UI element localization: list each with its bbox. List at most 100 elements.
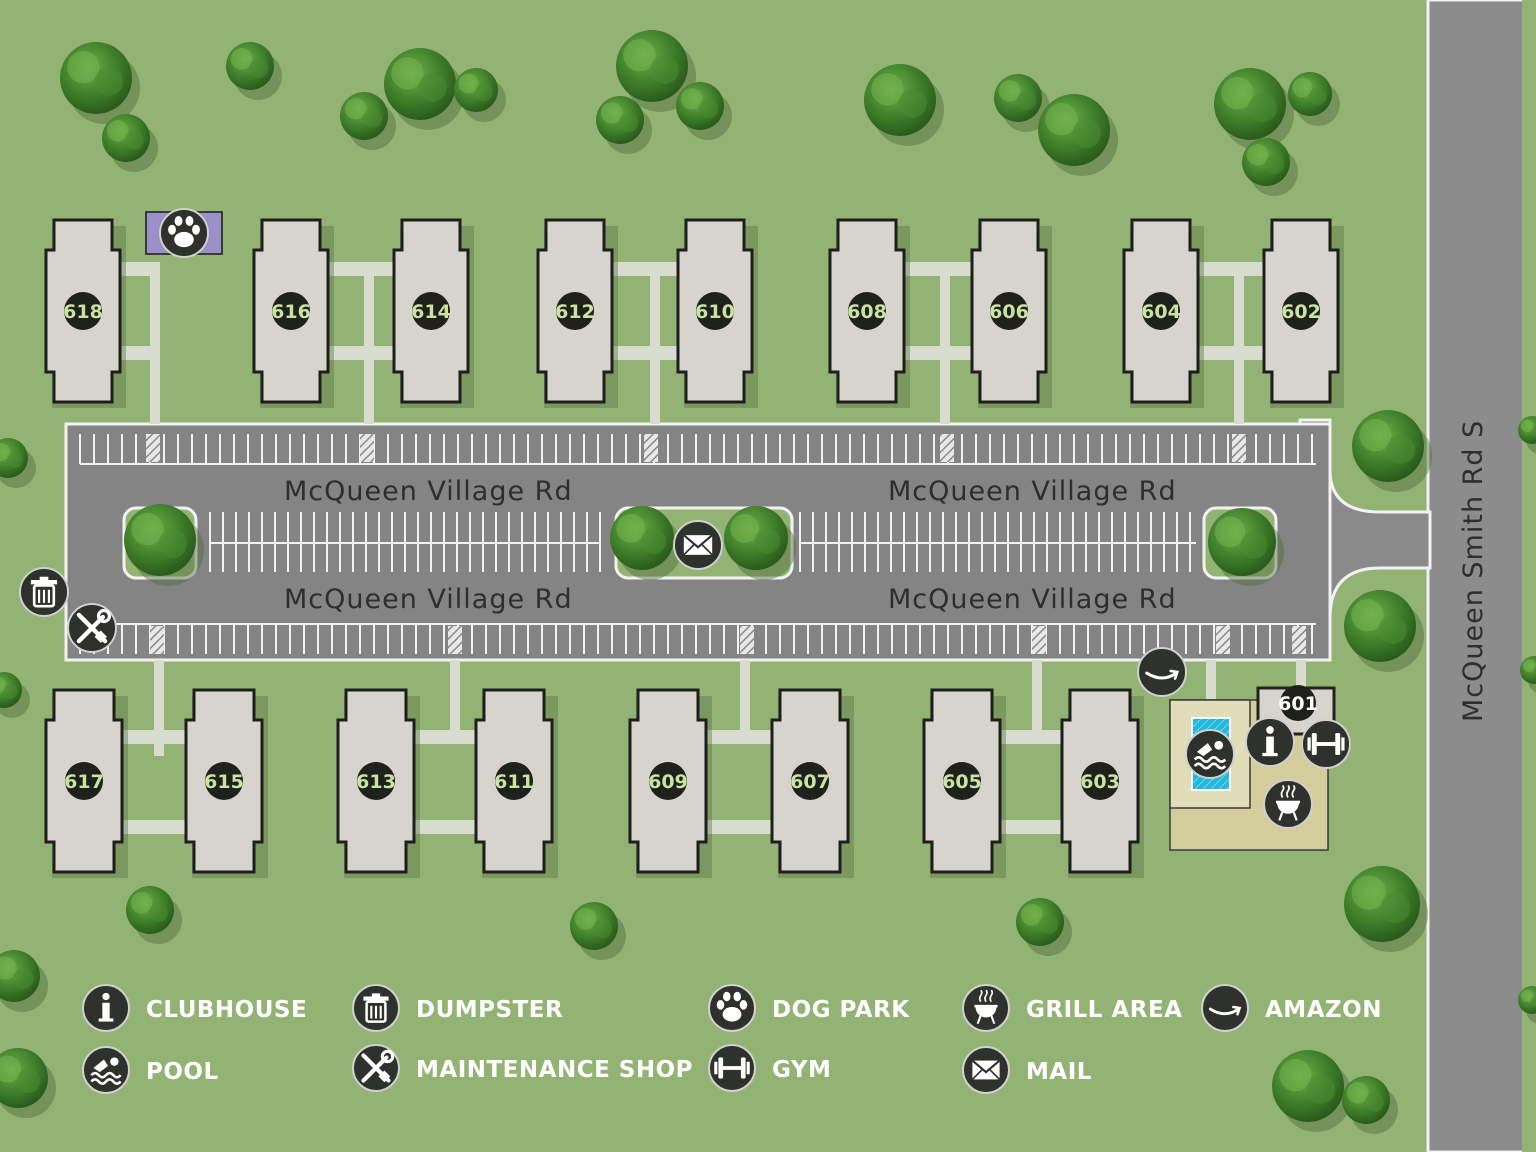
building-number-badge <box>272 292 310 330</box>
street-label-village-1: McQueen Village Rd <box>284 476 573 507</box>
building-number: 609 <box>648 771 688 793</box>
tree <box>676 82 732 140</box>
building-604[interactable]: 604 <box>1122 218 1204 408</box>
legend-label: GRILL AREA <box>1026 997 1183 1023</box>
building-number: 603 <box>1080 771 1120 793</box>
building-605[interactable]: 605 <box>922 688 1006 878</box>
building-number-badge <box>1142 292 1180 330</box>
tree <box>596 96 652 154</box>
paw-icon <box>708 984 756 1032</box>
street-label-village-3: McQueen Village Rd <box>284 584 573 615</box>
tree <box>724 506 796 580</box>
building-616[interactable]: 616 <box>252 218 334 408</box>
legend-item: GRILL AREA <box>962 984 1183 1032</box>
building-number: 608 <box>847 301 887 323</box>
mail-icon <box>673 520 723 570</box>
amazon-icon <box>1137 647 1187 697</box>
tree <box>124 504 204 586</box>
tree <box>226 42 282 100</box>
building-number: 618 <box>63 301 103 323</box>
legend-item: DOG PARK <box>708 984 910 1032</box>
dumbbell-icon <box>1301 719 1351 769</box>
legend-item: DUMPSTER <box>352 984 563 1032</box>
building-603[interactable]: 603 <box>1060 688 1144 878</box>
building-611[interactable]: 611 <box>474 688 558 878</box>
building-608[interactable]: 608 <box>828 218 910 408</box>
tree <box>102 114 158 172</box>
building-number-badge <box>412 292 450 330</box>
parking-stalls-north <box>79 434 1316 465</box>
legend-item: AMAZON <box>1201 984 1382 1032</box>
building-number-badge <box>205 762 243 800</box>
building-607[interactable]: 607 <box>770 688 854 878</box>
accessible-stalls <box>146 434 1306 654</box>
building-618[interactable]: 618 <box>44 218 126 408</box>
building-617[interactable]: 617 <box>44 688 128 878</box>
legend-label: MAINTENANCE SHOP <box>416 1057 693 1083</box>
building-number-badge <box>649 762 687 800</box>
tree <box>1520 656 1536 693</box>
pool-icon <box>82 1046 130 1094</box>
building-number-badge <box>1282 292 1320 330</box>
building-number-badge <box>357 762 395 800</box>
building-614[interactable]: 614 <box>392 218 474 408</box>
tree <box>1344 590 1424 672</box>
building-609[interactable]: 609 <box>628 688 712 878</box>
parking-stalls-median <box>209 512 1196 572</box>
building-number: 617 <box>64 771 104 793</box>
legend-label: DOG PARK <box>772 997 910 1023</box>
paw-icon <box>159 208 209 258</box>
tree <box>1242 138 1298 196</box>
info-icon <box>1245 717 1295 767</box>
street-label-village-2: McQueen Village Rd <box>888 476 1177 507</box>
tree <box>454 68 506 122</box>
building-606[interactable]: 606 <box>970 218 1052 408</box>
legend-label: AMAZON <box>1265 997 1382 1023</box>
legend-item: POOL <box>82 1046 218 1094</box>
building-number: 607 <box>790 771 830 793</box>
dumbbell-icon <box>708 1044 756 1092</box>
building-613[interactable]: 613 <box>336 688 420 878</box>
street-label-village-4: McQueen Village Rd <box>888 584 1177 615</box>
clubhouse-number: 601 <box>1278 693 1318 715</box>
building-number-badge <box>64 292 102 330</box>
dumpster-icon <box>19 567 69 617</box>
tree <box>570 902 626 960</box>
building-number: 610 <box>695 301 735 323</box>
street-label-smith: McQueen Smith Rd S <box>1458 420 1489 722</box>
smith-road[interactable] <box>1426 0 1526 1152</box>
tree <box>1342 1076 1398 1134</box>
legend-item: MAINTENANCE SHOP <box>352 1044 693 1092</box>
building-615[interactable]: 615 <box>184 688 268 878</box>
tree <box>0 438 36 488</box>
tree <box>1518 416 1536 454</box>
tree <box>0 1048 56 1118</box>
building-number-badge <box>1081 762 1119 800</box>
building-number: 611 <box>494 771 534 793</box>
mail-icon <box>962 1046 1010 1094</box>
legend-label: DUMPSTER <box>416 997 563 1023</box>
building-612[interactable]: 612 <box>536 218 618 408</box>
tree <box>126 886 182 944</box>
tree <box>610 506 682 580</box>
building-number: 615 <box>204 771 244 793</box>
tree <box>1214 68 1294 150</box>
building-number-badge <box>65 762 103 800</box>
legend-item: CLUBHOUSE <box>82 984 307 1032</box>
grill-icon <box>962 984 1010 1032</box>
tree <box>1272 1050 1352 1132</box>
building-602[interactable]: 602 <box>1262 218 1344 408</box>
pool-icon <box>1185 729 1235 779</box>
tree <box>1288 72 1340 126</box>
building-number-badge <box>990 292 1028 330</box>
amazon-icon <box>1201 984 1249 1032</box>
building-number: 612 <box>555 301 595 323</box>
grill-icon <box>1263 779 1313 829</box>
building-number: 606 <box>989 301 1029 323</box>
tree <box>340 92 396 150</box>
building-number-badge <box>696 292 734 330</box>
clubhouse-badge[interactable]: 601 <box>1278 685 1318 721</box>
building-610[interactable]: 610 <box>676 218 758 408</box>
tree <box>60 42 140 124</box>
